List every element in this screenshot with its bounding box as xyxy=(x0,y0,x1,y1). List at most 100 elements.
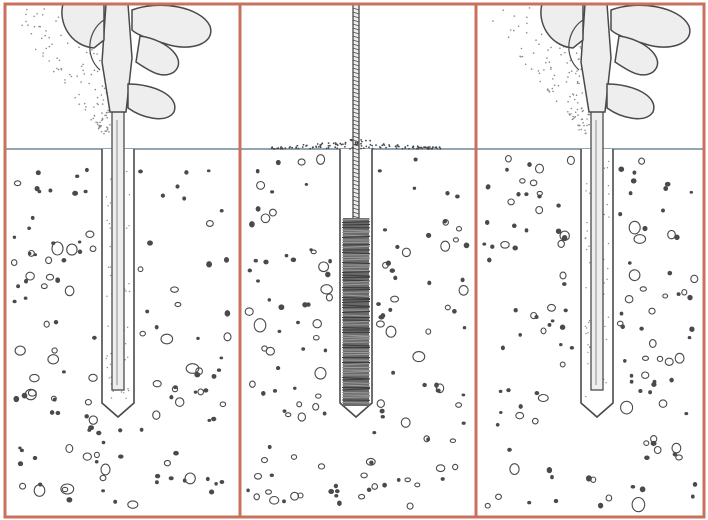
bristle xyxy=(342,397,370,398)
dust-particle xyxy=(110,202,111,203)
spray-particle xyxy=(525,64,527,66)
spray-particle xyxy=(67,42,69,44)
spray-particle xyxy=(45,30,47,32)
dust-particle xyxy=(107,205,108,206)
aggregate-stone xyxy=(486,221,489,225)
debris-particle xyxy=(423,146,425,148)
spray-particle xyxy=(42,52,44,54)
aggregate-stone xyxy=(102,441,105,443)
debris-particle xyxy=(271,146,273,148)
aggregate-stone xyxy=(668,271,672,274)
debris-particle xyxy=(345,142,347,144)
aggregate-stone xyxy=(102,490,105,492)
spray-particle xyxy=(91,49,93,51)
spray-particle xyxy=(85,106,87,108)
aggregate-stone xyxy=(73,191,78,195)
aggregate-stone xyxy=(291,258,295,262)
aggregate-stone xyxy=(28,227,31,229)
aggregate-stone xyxy=(525,193,528,196)
spray-particle xyxy=(586,118,588,120)
aggregate-stone xyxy=(690,191,692,193)
spray-particle xyxy=(76,75,78,77)
aggregate-stone xyxy=(297,321,300,323)
aggregate-stone xyxy=(508,448,512,451)
spray-particle xyxy=(539,81,541,83)
spray-particle xyxy=(572,93,574,95)
debris-particle xyxy=(289,147,291,149)
aggregate-stone xyxy=(185,171,188,174)
spray-particle xyxy=(107,110,109,112)
debris-particle xyxy=(434,147,436,149)
aggregate-stone xyxy=(302,348,305,350)
aggregate-stone xyxy=(599,503,603,508)
dust-particle xyxy=(585,326,586,327)
spray-particle xyxy=(539,73,541,75)
aggregate-stone xyxy=(446,192,449,195)
aggregate-stone xyxy=(114,500,117,503)
aggregate-stone xyxy=(54,321,57,324)
spray-particle xyxy=(578,83,580,85)
aggregate-stone xyxy=(491,245,494,248)
debris-particle xyxy=(328,142,330,144)
aggregate-stone xyxy=(220,357,223,359)
aggregate-stone xyxy=(33,456,36,459)
aggregate-stone xyxy=(14,396,19,401)
dust-particle xyxy=(110,246,111,247)
spray-particle xyxy=(64,82,66,84)
spray-particle xyxy=(95,89,97,91)
debris-particle xyxy=(320,145,322,147)
aggregate-stone xyxy=(161,194,164,197)
aggregate-stone xyxy=(277,367,280,370)
aggregate-stone xyxy=(194,391,196,393)
spray-particle xyxy=(541,34,543,36)
aggregate-stone xyxy=(645,456,649,459)
spray-particle xyxy=(42,14,44,16)
dust-particle xyxy=(128,390,129,391)
spray-particle xyxy=(58,69,60,71)
aggregate-stone xyxy=(640,327,643,330)
aggregate-stone xyxy=(538,195,541,198)
spray-particle xyxy=(566,81,568,83)
spray-particle xyxy=(108,131,110,133)
aggregate-stone xyxy=(685,413,688,415)
dust-particle xyxy=(128,283,129,284)
dust-particle xyxy=(108,267,109,268)
spray-particle xyxy=(550,47,552,49)
spray-particle xyxy=(571,108,573,110)
dust-particle xyxy=(129,194,130,195)
aggregate-stone xyxy=(500,412,502,414)
nozzle-tube xyxy=(591,110,603,390)
aggregate-stone xyxy=(380,409,384,413)
spray-particle xyxy=(85,109,87,111)
debris-particle xyxy=(328,147,330,149)
debris-particle xyxy=(274,148,276,150)
debris-particle xyxy=(342,143,344,145)
spray-particle xyxy=(581,107,583,109)
spray-particle xyxy=(578,59,580,61)
dust-particle xyxy=(113,391,114,392)
aggregate-stone xyxy=(268,299,270,301)
dust-particle xyxy=(589,346,590,347)
aggregate-stone xyxy=(619,213,622,216)
dust-particle xyxy=(587,230,588,231)
aggregate-stone xyxy=(381,314,385,318)
spray-particle xyxy=(74,97,76,99)
spray-particle xyxy=(45,48,47,50)
dust-particle xyxy=(585,238,586,239)
aggregate-stone xyxy=(89,426,94,430)
aggregate-stone xyxy=(207,262,212,267)
debris-particle xyxy=(326,148,328,150)
spray-particle xyxy=(31,33,33,35)
spray-particle xyxy=(97,71,99,73)
spray-particle xyxy=(55,20,57,22)
aggregate-stone xyxy=(254,259,257,262)
spray-particle xyxy=(519,56,521,58)
debris-particle xyxy=(317,143,319,145)
aggregate-stone xyxy=(383,483,387,487)
aggregate-stone xyxy=(212,417,216,420)
dust-particle xyxy=(587,352,588,353)
spray-particle xyxy=(533,52,535,54)
spray-particle xyxy=(572,118,574,120)
aggregate-stone xyxy=(423,383,426,386)
